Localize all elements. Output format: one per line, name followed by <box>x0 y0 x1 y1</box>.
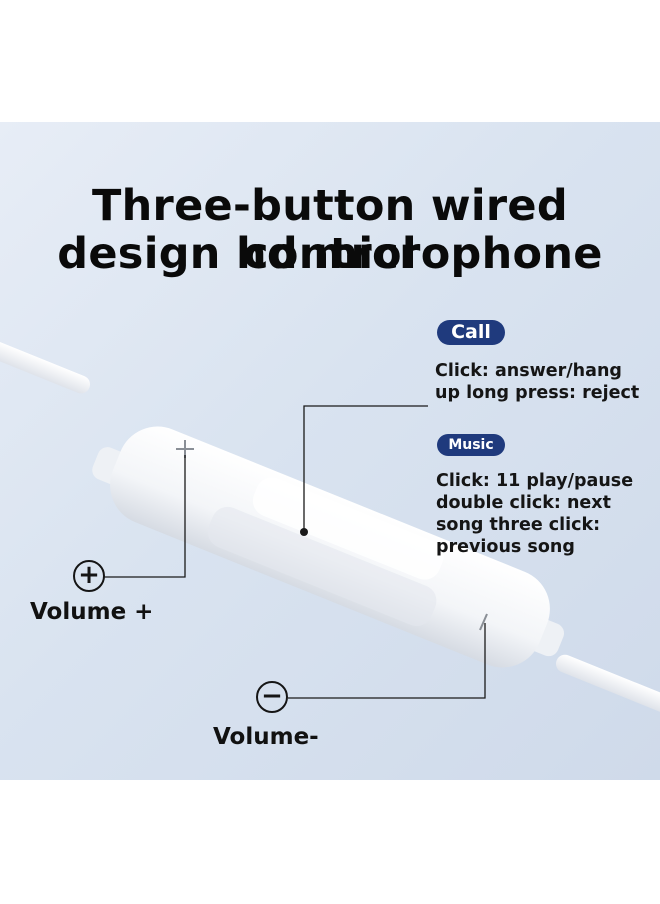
music-description: Click: 11 play/pause double click: next … <box>436 471 634 557</box>
call-badge: Call <box>437 320 505 345</box>
plus-circle-icon: + <box>73 560 105 592</box>
heading-line-2: design hd microphone <box>57 229 603 279</box>
heading-line-1: Three-button wired control <box>92 181 568 279</box>
cable-left <box>0 329 91 394</box>
remote-body <box>92 426 565 668</box>
music-badge: Music <box>437 434 505 456</box>
cable-right <box>555 654 660 719</box>
volume-down-label: Volume- <box>213 724 319 750</box>
remote-control-illustration <box>0 329 660 719</box>
minus-mark <box>479 613 488 631</box>
leader-lines <box>104 405 486 699</box>
volume-up-label: Volume + <box>30 599 154 625</box>
call-description: Click: answer/hang up long press: reject <box>435 361 640 403</box>
center-button-dot <box>300 528 308 536</box>
minus-circle-icon: − <box>256 681 288 713</box>
